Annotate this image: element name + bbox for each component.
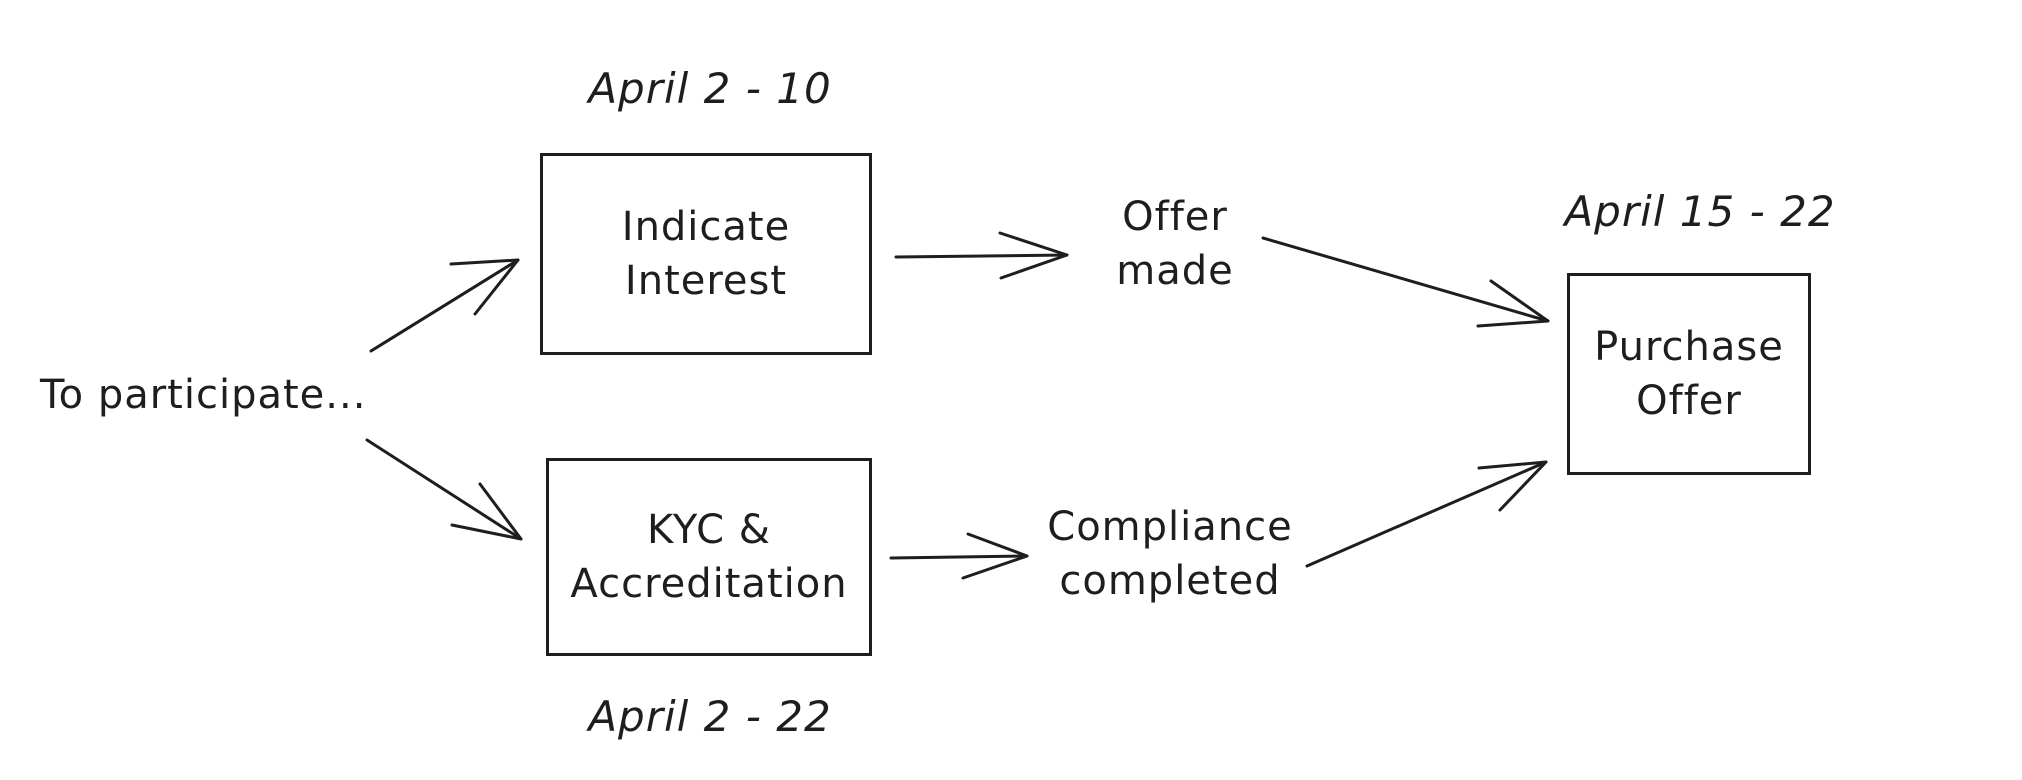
offer-made-label: Offer made: [1116, 194, 1234, 294]
indicate-interest-label: Indicate Interest: [621, 204, 791, 304]
indicate-interest-box: Indicate Interest: [540, 153, 872, 355]
purchase-offer-box: Purchase Offer: [1567, 273, 1811, 475]
arrow-offer-made-to-purchase-offer: [1261, 236, 1550, 328]
arrow-kyc-to-compliance-completed: [889, 532, 1029, 580]
kyc-accreditation-box: KYC & Accreditation: [546, 458, 872, 656]
arrow-start-to-kyc: [365, 438, 523, 541]
arrow-indicate-interest-to-offer-made: [894, 231, 1069, 280]
purchase-offer-label: Purchase Offer: [1594, 324, 1784, 424]
kyc-accreditation-label: KYC & Accreditation: [570, 507, 848, 607]
purchase-offer-date: April 15 - 22: [1564, 187, 1836, 236]
arrow-compliance-completed-to-purchase-offer: [1305, 460, 1548, 568]
start-label: To participate...: [40, 372, 367, 418]
indicate-interest-date: April 2 - 10: [588, 64, 832, 113]
arrow-start-to-indicate-interest: [369, 258, 520, 353]
compliance-completed-label: Compliance completed: [1047, 504, 1293, 604]
kyc-accreditation-date: April 2 - 22: [588, 692, 832, 741]
